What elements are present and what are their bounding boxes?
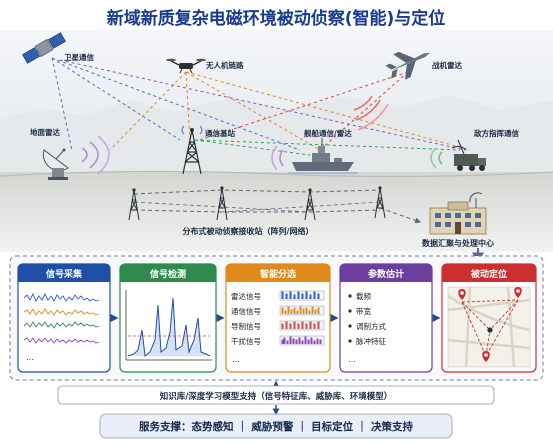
map-pin-icon — [514, 287, 522, 298]
pulse-train — [279, 320, 325, 331]
sorting-item-comm: 通信信号 — [231, 306, 261, 316]
emission-lines — [51, 57, 471, 156]
detection-title: 信号检测 — [150, 268, 186, 280]
radar-dish-icon — [42, 148, 69, 180]
sorting-item-guidance: 导制信号 — [231, 321, 261, 331]
radio-arcs — [81, 95, 443, 175]
estimation-ellipsis: … — [348, 355, 356, 364]
detection-panel: 信号检测 — [119, 263, 217, 373]
satellite-icon — [22, 32, 66, 64]
target-point — [487, 327, 493, 333]
sorting-item-jamming: 干扰信号 — [231, 336, 261, 346]
map-pin-icon — [458, 289, 466, 300]
label-satellite: 卫星通信 — [64, 52, 94, 62]
pulse-train — [279, 305, 325, 316]
receiver-station-icon — [374, 186, 386, 219]
waveform-trace — [23, 292, 100, 302]
service-text: 服务支撑：态势感知 ｜ 威胁预警 ｜ 目标定位 ｜ 决策支持 — [139, 420, 413, 433]
sorting-ellipsis: … — [232, 355, 240, 364]
localization-title: 被动定位 — [471, 268, 507, 280]
label-uav: 无人机链路 — [205, 60, 244, 70]
label-ship: 舰船通信/雷达 — [304, 128, 352, 138]
label-fighter: 战机雷达 — [432, 60, 462, 70]
waveform-trace — [23, 308, 100, 316]
label-base-station: 通信基站 — [205, 128, 235, 138]
label-enemy-command: 敌方指挥通信 — [474, 128, 519, 138]
estimation-item-pulse: 脉冲特征 — [356, 336, 386, 346]
estimation-item-bandwidth: 带宽 — [356, 306, 371, 316]
fighter-jet-icon — [385, 51, 430, 80]
spectrum-peaks — [127, 297, 211, 357]
waveform-trace — [23, 321, 100, 329]
sorting-title: 智能分选 — [260, 268, 296, 280]
acquisition-title: 信号采集 — [46, 268, 83, 280]
base-station-tower-icon — [181, 125, 203, 175]
label-receiver-network: 分布式被动侦察接收站（阵列/网络） — [183, 226, 314, 236]
knowledge-base-bar — [57, 385, 495, 405]
estimation-title: 参数估计 — [368, 268, 404, 280]
estimation-item-carrier: 载频 — [356, 291, 371, 301]
receiver-network — [133, 189, 422, 224]
receiver-station-icon — [216, 186, 228, 221]
map-pin-icon — [482, 351, 490, 362]
page-title: 新域新质复杂电磁环境被动侦察(智能)与定位 — [107, 8, 446, 29]
pulse-train — [279, 290, 325, 301]
command-vehicle-icon — [451, 139, 486, 171]
estimation-panel: 参数估计 载频 带宽 调制方式 脉冲特征 … — [339, 263, 433, 373]
acquisition-panel: 信号采集 … — [17, 263, 111, 373]
localization-triangle — [461, 299, 519, 357]
uav-icon — [166, 58, 206, 74]
estimation-item-modulation: 调制方式 — [356, 321, 386, 331]
knowledge-base-text: 知识库/深度学习模型支持（信号特征库、威胁库、环境模型） — [160, 391, 393, 402]
waveform-trace — [23, 337, 100, 344]
label-ground-radar: 地面雷达 — [30, 127, 60, 137]
pulse-train — [279, 335, 325, 346]
data-center-building-icon — [429, 192, 487, 235]
service-bar — [99, 413, 453, 439]
receiver-station-icon — [304, 188, 316, 221]
localization-panel: 被动定位 — [441, 263, 537, 373]
acquisition-ellipsis: … — [26, 353, 34, 362]
sorting-panel: 智能分选 雷达信号 通信信号 导制信号 干扰信号 … — [225, 263, 331, 373]
sorting-item-radar: 雷达信号 — [231, 291, 261, 301]
label-data-center: 数据汇聚与处理中心 — [422, 238, 494, 248]
receiver-station-icon — [128, 188, 140, 221]
warship-icon — [288, 138, 358, 174]
